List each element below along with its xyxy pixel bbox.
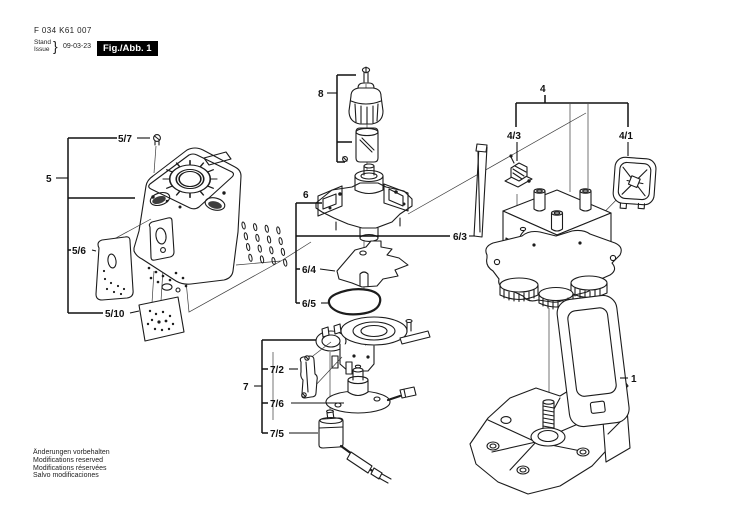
callout-6-3: 6/3 [453, 232, 467, 243]
callout-1: 1 [631, 374, 637, 385]
part-housing [133, 147, 312, 313]
stand-issue-label: Stand Issue [34, 39, 51, 54]
callout-7-6: 7/6 [270, 399, 284, 410]
callout-group-7: 7 7/2 7/6 7/5 [243, 339, 344, 440]
part-leveling-base [485, 229, 622, 396]
part-side-plate [95, 218, 152, 301]
part-motor [325, 364, 417, 414]
callout-4-3: 4/3 [507, 131, 521, 142]
callout-7-2: 7/2 [270, 365, 284, 376]
part-clamp-bracket [299, 341, 343, 399]
legal-line-es: Salvo modificaciones [33, 472, 99, 480]
control-panel [147, 217, 188, 293]
part-switch [504, 154, 533, 238]
legal-line-en: Modifications reserved [33, 456, 104, 464]
part-window-cover [612, 156, 657, 210]
dial-gear-ring [162, 159, 218, 199]
callout-5-6: 5/6 [72, 246, 86, 257]
part-sensor-cylinder [318, 409, 392, 484]
leveling-knob-feet [499, 275, 608, 310]
callout-7-5: 7/5 [270, 429, 284, 440]
callout-group-5: 5/7 5 5/6 5/10 [46, 134, 150, 320]
callout-6: 6 [303, 190, 309, 201]
legal-line-fr: Modifications réservées [33, 464, 107, 472]
callout-4: 4 [540, 84, 546, 95]
issue-label: Issue [34, 45, 50, 53]
vial-window [203, 151, 232, 166]
alignment-line [407, 112, 587, 215]
part-spring-sheet [336, 240, 409, 289]
part-gear-platform [315, 163, 413, 242]
callout-5: 5 [46, 174, 52, 185]
part-carry-frame [556, 294, 630, 428]
callout-6-5: 6/5 [302, 299, 316, 310]
part-number: F 034 K61 007 [34, 26, 92, 35]
legal-line-de: Änderungen vorbehalten [33, 449, 110, 456]
callout-group-8: 8 [318, 74, 356, 163]
callout-5-7: 5/7 [118, 134, 132, 145]
vent-slots [240, 221, 288, 268]
callout-group-4: 4 4/3 4/1 [507, 84, 633, 161]
callout-5-10: 5/10 [105, 309, 125, 320]
part-rotary-head [272, 316, 431, 420]
part-adjust-knob [342, 66, 384, 175]
callout-7: 7 [243, 382, 249, 393]
figure-badge: Fig./Abb. 1 [97, 41, 158, 56]
callout-4-1: 4/1 [619, 131, 633, 142]
part-type-label [138, 296, 185, 342]
issue-date: 09-03-23 [63, 43, 92, 50]
callout-6-4: 6/4 [302, 265, 316, 276]
brace-glyph: } [53, 38, 58, 54]
part-contact-strip [473, 143, 488, 238]
handle-cutouts [149, 191, 226, 211]
part-threaded-post [530, 399, 566, 447]
legal-notice: Änderungen vorbehalten Modifications res… [33, 449, 110, 480]
callout-group-6: 6 6/3 6/4 6/5 [295, 190, 475, 310]
callout-8: 8 [318, 89, 324, 100]
part-top-screw [153, 134, 161, 174]
stand-label: Stand [34, 39, 51, 46]
callout-group-1: 1 [620, 374, 637, 385]
